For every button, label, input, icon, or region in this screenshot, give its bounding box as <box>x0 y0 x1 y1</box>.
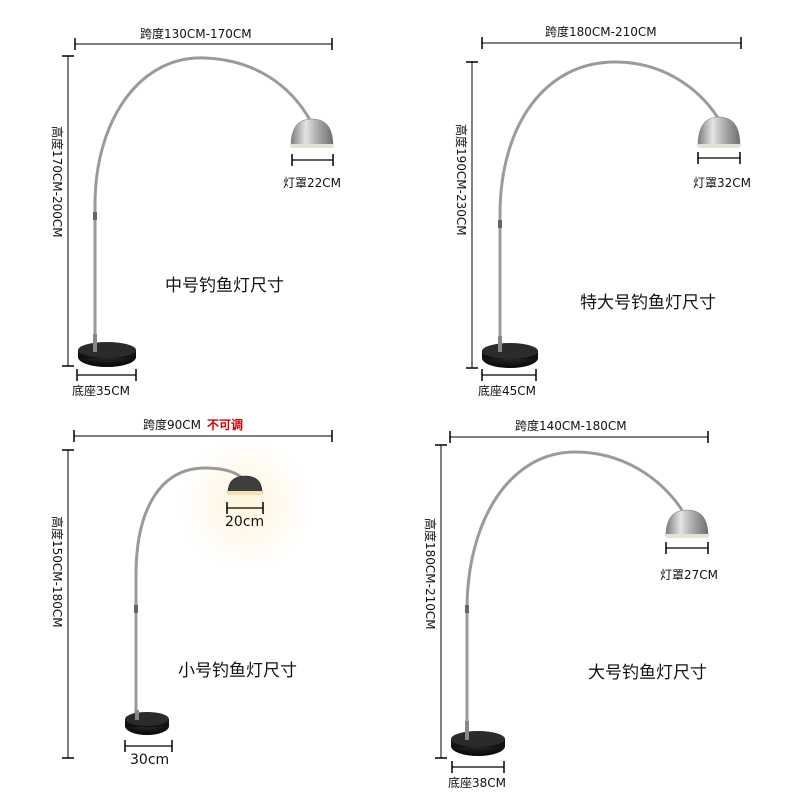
shade-size-label: 灯罩22CM <box>283 176 342 190</box>
lamp-illustration <box>435 431 709 773</box>
base-size-label: 30cm <box>130 752 170 768</box>
span-label: 跨度130CM-170CM <box>140 27 252 41</box>
lamp-panel-small: 跨度90CM 不可调 高度150CM-180CM 20cm 30cm 小号钓鱼灯尺… <box>0 400 400 800</box>
lamp-illustration <box>62 38 334 381</box>
panel-title: 小号钓鱼灯尺寸 <box>178 661 297 681</box>
height-label: 高度170CM-200CM <box>50 126 64 238</box>
span-label: 跨度180CM-210CM <box>545 25 657 39</box>
lamp-panel-large: 跨度140CM-180CM 高度180CM-210CM 灯罩27CM 底座38C… <box>400 400 800 800</box>
base-size-label: 底座38CM <box>448 776 507 790</box>
lamp-illustration <box>62 430 333 759</box>
shade-size-label: 20cm <box>225 514 265 530</box>
lamp-panel-extra-large: 跨度180CM-210CM 高度190CM-230CM 灯罩32CM 底座45C… <box>400 0 800 400</box>
base-size-label: 底座35CM <box>72 384 131 398</box>
base-size-label: 底座45CM <box>478 384 537 398</box>
shade-size-label: 灯罩32CM <box>693 176 752 190</box>
span-note-not-adjustable: 不可调 <box>207 418 244 432</box>
span-label: 跨度90CM <box>143 418 202 432</box>
shade-size-label: 灯罩27CM <box>660 568 719 582</box>
panel-title: 大号钓鱼灯尺寸 <box>588 663 707 683</box>
height-label: 高度180CM-210CM <box>423 518 437 630</box>
lamp-panel-medium: 跨度130CM-170CM 高度170CM-200CM 灯罩22CM 底座35C… <box>0 0 400 400</box>
light-glow <box>180 440 310 570</box>
span-label-row: 跨度90CM 不可调 <box>143 418 243 432</box>
panel-title: 特大号钓鱼灯尺寸 <box>580 293 716 313</box>
height-label: 高度150CM-180CM <box>50 516 64 628</box>
panel-title: 中号钓鱼灯尺寸 <box>165 276 284 296</box>
lamp-illustration <box>466 37 742 381</box>
height-label: 高度190CM-230CM <box>454 124 468 236</box>
span-label: 跨度140CM-180CM <box>515 419 627 433</box>
